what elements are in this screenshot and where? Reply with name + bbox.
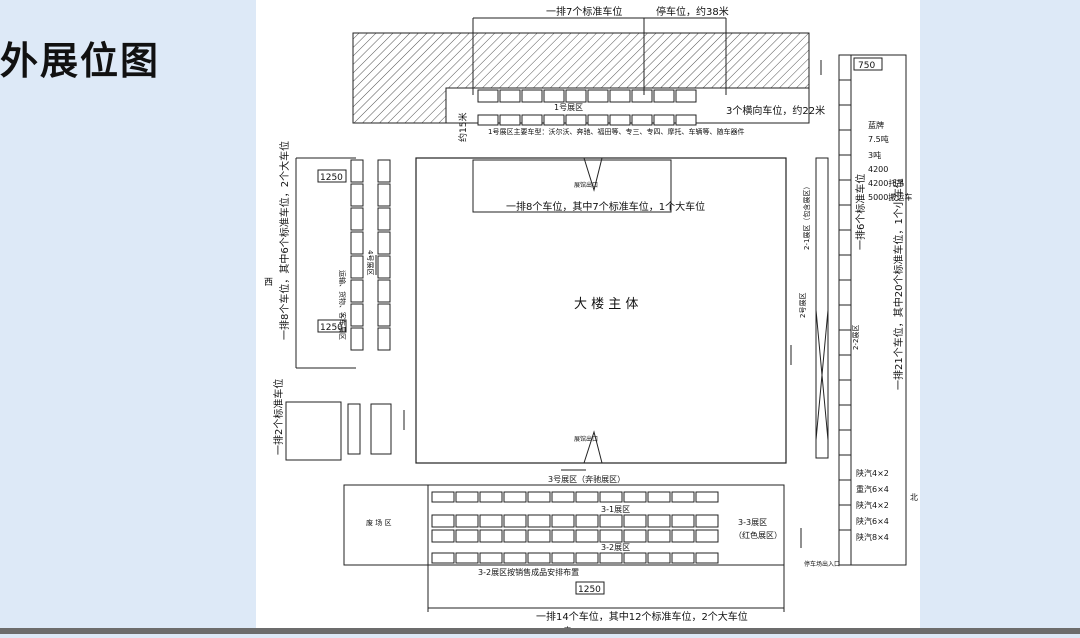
- svg-text:陕汽8×4: 陕汽8×4: [856, 532, 889, 542]
- svg-text:陕汽6×4: 陕汽6×4: [856, 516, 889, 526]
- right-spec-list: 蓝牌 7.5吨 3吨 4200 4200托吊 5000搬运车: [868, 120, 912, 202]
- right-inner-column: [815, 157, 829, 459]
- top-zone-desc: 1号展区主要车型：沃尔沃、奔驰、福田等、专三、专四、摩托、车辆等、随车器件: [488, 127, 744, 136]
- right-bottom-spec-list: 陕汽4×2 重汽6×4 陕汽4×2 陕汽6×4 陕汽8×4: [856, 468, 889, 542]
- right-zone-2-2: 2-2展区: [852, 325, 860, 350]
- right-parking-column: [838, 54, 852, 566]
- bottom-door: [583, 430, 603, 464]
- svg-text:5000搬运车: 5000搬运车: [868, 192, 912, 202]
- svg-text:7.5吨: 7.5吨: [868, 134, 889, 144]
- right-margin: [920, 0, 1080, 634]
- top-entrance-label: 展馆出口: [574, 181, 598, 189]
- bottom-zone-3-3b: （红色展区）: [734, 530, 782, 540]
- main-building: [415, 157, 787, 464]
- left-parking-slots: [350, 159, 391, 351]
- top-dim-left-label: 一排7个标准车位: [546, 5, 622, 18]
- left-dim-label: 一排8个车位，其中6个标准车位，2个大车位: [278, 141, 291, 340]
- bottom-border: [0, 628, 1080, 634]
- top-horizontal-note: 3个横向车位，约22米: [726, 104, 825, 117]
- main-building-label: 大 楼 主 体: [574, 297, 638, 312]
- top-side-dim: 约15米: [457, 113, 469, 142]
- bottom-entrance-label: 展馆出口: [574, 435, 598, 443]
- left-zone-label: 4号展区: [366, 250, 374, 275]
- top-dim-right-label: 停车位，约38米: [656, 5, 729, 18]
- traffic-arrows: [375, 60, 822, 548]
- svg-text:重汽6×4: 重汽6×4: [856, 484, 889, 494]
- svg-text:4200: 4200: [868, 165, 888, 174]
- top-door: [583, 157, 603, 192]
- right-zone-2: 2号展区: [799, 293, 807, 318]
- bottom-zone-3: 3号展区（奔驰展区）: [548, 474, 625, 484]
- left-margin: [0, 0, 256, 634]
- bottom-zone-3-3: 3-3展区: [738, 518, 767, 527]
- top-parking-slots: [477, 89, 697, 126]
- right-entry-label: 停车场出入口: [804, 560, 840, 568]
- right-top-dim: 750: [858, 61, 875, 71]
- floor-plan-sheet: 一排7个标准车位 停车位，约38米 1号展区 1号展区主要车型：沃尔沃、奔驰、福…: [256, 0, 920, 634]
- bottom-dim-label: 一排14个车位，其中12个标准车位，2个大车位: [536, 610, 748, 623]
- bottom-dim-1250: 1250: [578, 585, 601, 595]
- svg-text:陕汽4×2: 陕汽4×2: [856, 500, 889, 510]
- north-note: 北: [910, 493, 918, 502]
- svg-text:3吨: 3吨: [868, 150, 881, 160]
- left-dim-1250-b: 1250: [320, 323, 343, 333]
- top-bottom-dim: 一排8个车位，其中7个标准车位，1个大车位: [506, 200, 705, 213]
- svg-text:4200托吊: 4200托吊: [868, 178, 904, 188]
- exhibition-plan-drawing: 一排7个标准车位 停车位，约38米 1号展区 1号展区主要车型：沃尔沃、奔驰、福…: [264, 5, 918, 634]
- bottom-parking-slots: [431, 491, 719, 564]
- right-lower-dim: 一排21个车位，其中20个标准车位，1个小车位: [892, 178, 905, 390]
- bottom-zone-3-1: 3-1展区: [601, 505, 630, 514]
- left-small-dim: 一排2个标准车位: [272, 379, 285, 455]
- waste-zone-label: 废 场 区: [366, 518, 391, 527]
- left-small-block: [285, 401, 342, 461]
- bottom-zone-3-2: 3-2展区: [601, 543, 630, 552]
- page-title: 外展位图: [0, 39, 161, 83]
- top-zone-label: 1号展区: [554, 103, 583, 112]
- bottom-note-3-2: 3-2展区按销售成品安排布置: [478, 567, 579, 577]
- top-entry-frame: [472, 159, 672, 213]
- svg-text:蓝牌: 蓝牌: [868, 120, 884, 130]
- left-zone-desc: 运输、货物、客车展区: [338, 270, 347, 340]
- left-dim-1250-a: 1250: [320, 173, 343, 183]
- right-upper-dim: 一排6个标准车位: [854, 174, 867, 250]
- svg-text:陕汽4×2: 陕汽4×2: [856, 468, 889, 478]
- right-zone-2-1: 2-1展区（包含展区）: [802, 183, 811, 250]
- west-label: 西: [264, 277, 273, 288]
- right-info-frame: [850, 54, 907, 566]
